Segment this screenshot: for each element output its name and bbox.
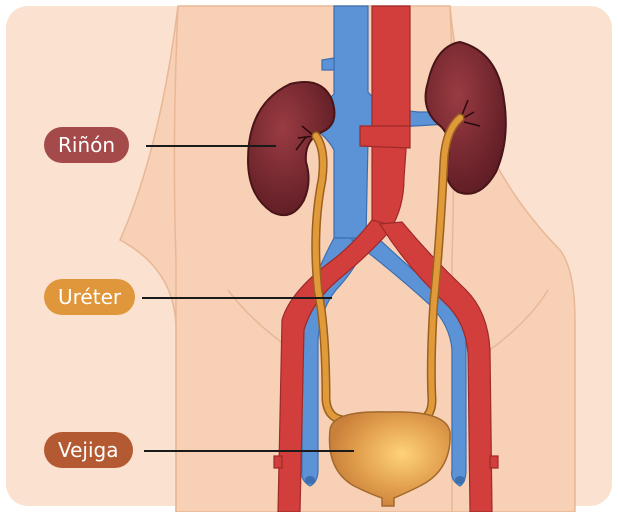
kidney-label: Riñón bbox=[44, 127, 129, 163]
vein-opening-left bbox=[305, 476, 315, 484]
kidney-leader-line bbox=[146, 145, 276, 147]
bladder-leader-line bbox=[144, 450, 354, 452]
vein-opening-right bbox=[455, 476, 465, 484]
ureter-label: Uréter bbox=[44, 279, 135, 315]
ureter-leader-line bbox=[142, 297, 332, 299]
bladder-label: Vejiga bbox=[44, 432, 133, 468]
